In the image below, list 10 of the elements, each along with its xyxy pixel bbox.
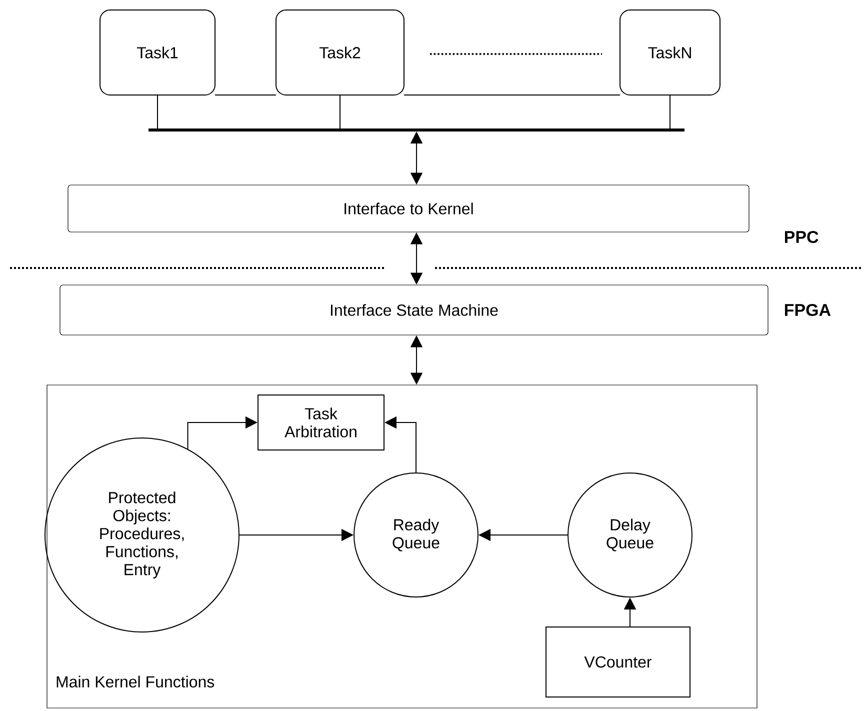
task-box: TaskN [620,10,720,96]
side-label: PPC [784,230,818,244]
task-box: Task2 [276,10,404,96]
interface-band: Interface State Machine [60,284,768,336]
side-label: FPGA [784,304,831,316]
process-box: VCounter [546,626,690,698]
process-box: Task Arbitration [258,394,384,450]
interface-band: Interface to Kernel [68,184,750,232]
task-box: Task1 [100,10,216,96]
bus-line [157,95,158,129]
